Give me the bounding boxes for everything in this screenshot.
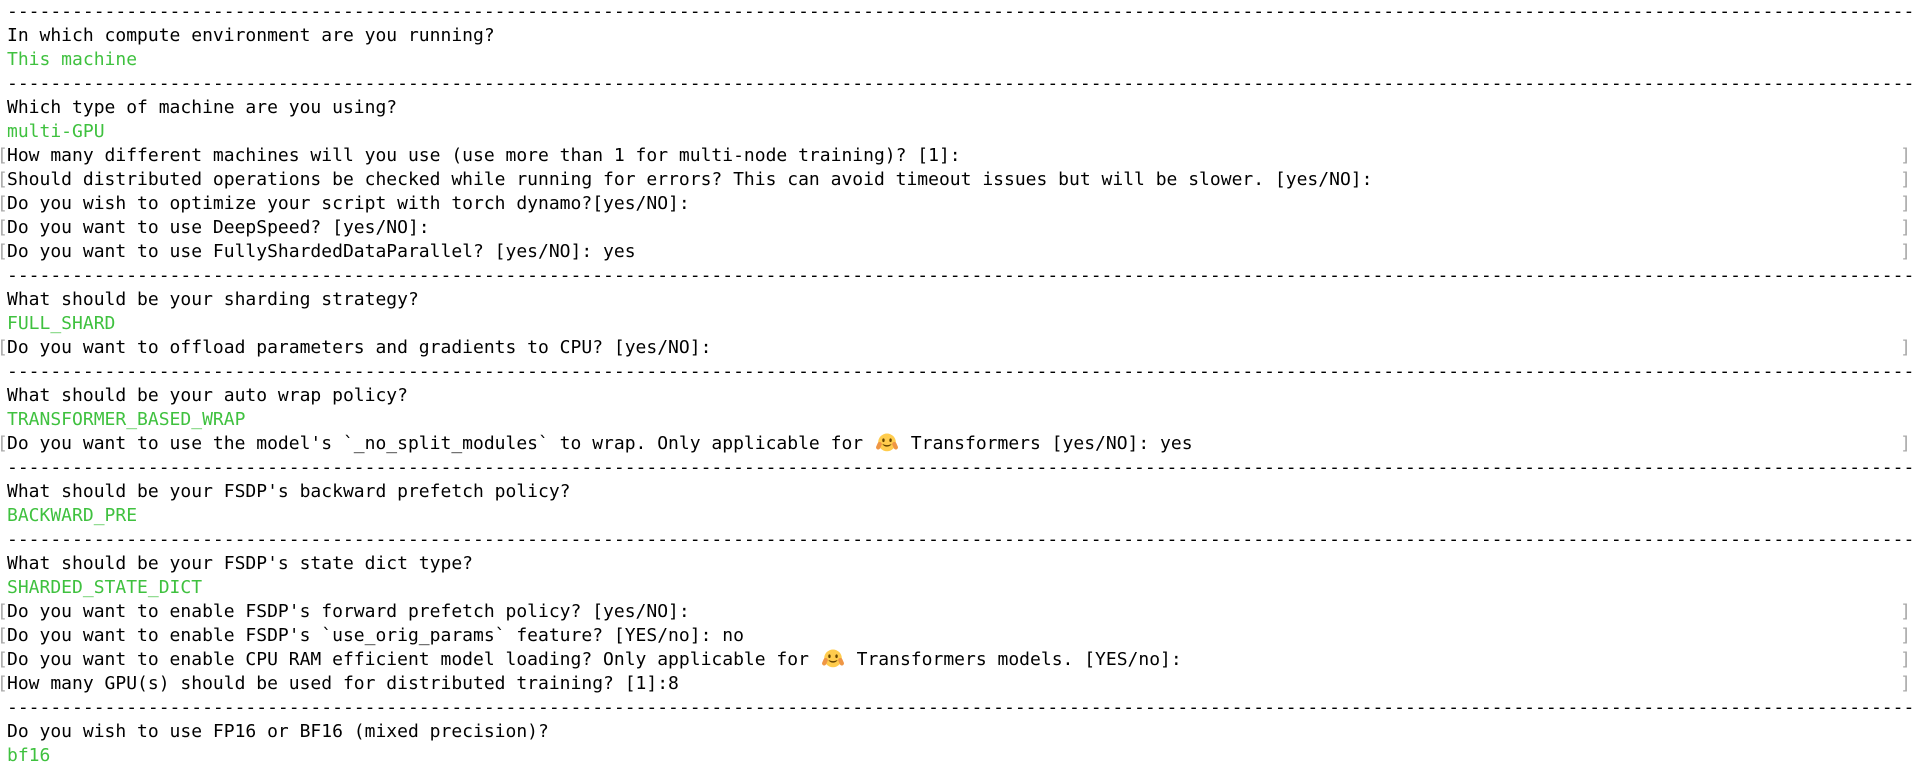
prompt-text: Do you want to use the model's `_no_spli… bbox=[7, 433, 874, 454]
question-text: What should be your FSDP's state dict ty… bbox=[7, 553, 473, 574]
question-text: In which compute environment are you run… bbox=[7, 25, 495, 46]
answer-text: TRANSFORMER_BASED_WRAP bbox=[7, 409, 246, 430]
prompt-line: [] Do you want to offload parameters and … bbox=[0, 336, 1913, 360]
answer-text: bf16 bbox=[7, 745, 51, 766]
prompt-text: Transformers models. [YES/no]: bbox=[856, 649, 1182, 670]
prompt-left-bracket-icon: [ bbox=[0, 216, 8, 240]
prompt-text: Do you want to use DeepSpeed? [yes/NO]: bbox=[7, 217, 430, 238]
prompt-left-bracket-icon: [ bbox=[0, 240, 8, 264]
prompt-text: Do you want to offload parameters and gr… bbox=[7, 337, 712, 358]
prompt-left-bracket-icon: [ bbox=[0, 432, 8, 456]
separator-dashes: ----------------------------------------… bbox=[7, 361, 1913, 382]
prompt-text: Do you want to enable FSDP's forward pre… bbox=[7, 601, 690, 622]
question-text: What should be your auto wrap policy? bbox=[7, 385, 408, 406]
prompt-left-bracket-icon: [ bbox=[0, 336, 8, 360]
question-text: Which type of machine are you using? bbox=[7, 97, 398, 118]
answer-text: SHARDED_STATE_DICT bbox=[7, 577, 203, 598]
answer-text: FULL_SHARD bbox=[7, 313, 116, 334]
prompt-text: How many different machines will you use… bbox=[7, 145, 961, 166]
prompt-right-bracket-icon: ] bbox=[1900, 169, 1911, 190]
prompt-right-bracket-icon: ] bbox=[1900, 241, 1911, 262]
prompt-right-bracket-icon: ] bbox=[1900, 433, 1911, 454]
prompt-text: Do you want to use FullyShardedDataParal… bbox=[7, 241, 636, 262]
answer-line: This machine bbox=[0, 48, 1913, 72]
prompt-right-bracket-icon: ] bbox=[1900, 217, 1911, 238]
prompt-line: [] Do you wish to optimize your script wi… bbox=[0, 192, 1913, 216]
prompt-right-bracket-icon: ] bbox=[1900, 145, 1911, 166]
separator-line: ----------------------------------------… bbox=[0, 72, 1913, 96]
answer-line: TRANSFORMER_BASED_WRAP bbox=[0, 408, 1913, 432]
separator-dashes: ----------------------------------------… bbox=[7, 73, 1913, 94]
separator-line: ----------------------------------------… bbox=[0, 264, 1913, 288]
answer-text: This machine bbox=[7, 49, 138, 70]
question-line: In which compute environment are you run… bbox=[0, 24, 1913, 48]
hugging-face-emoji-icon bbox=[875, 432, 898, 454]
prompt-line: [] Do you want to enable FSDP's `use_orig… bbox=[0, 624, 1913, 648]
separator-line: ----------------------------------------… bbox=[0, 696, 1913, 720]
prompt-line: [] How many different machines will you u… bbox=[0, 144, 1913, 168]
prompt-line: [] Do you want to enable FSDP's forward p… bbox=[0, 600, 1913, 624]
question-text: What should be your FSDP's backward pref… bbox=[7, 481, 571, 502]
prompt-line: [] Should distributed operations be check… bbox=[0, 168, 1913, 192]
question-line: What should be your sharding strategy? bbox=[0, 288, 1913, 312]
question-line: Do you wish to use FP16 or BF16 (mixed p… bbox=[0, 720, 1913, 744]
prompt-right-bracket-icon: ] bbox=[1900, 673, 1911, 694]
prompt-line: [] Do you want to use FullyShardedDataPar… bbox=[0, 240, 1913, 264]
answer-line: BACKWARD_PRE bbox=[0, 504, 1913, 528]
answer-line: FULL_SHARD bbox=[0, 312, 1913, 336]
prompt-line: [] How many GPU(s) should be used for dis… bbox=[0, 672, 1913, 696]
prompt-left-bracket-icon: [ bbox=[0, 624, 8, 648]
prompt-text: Do you want to enable FSDP's `use_orig_p… bbox=[7, 625, 744, 646]
prompt-left-bracket-icon: [ bbox=[0, 648, 8, 672]
answer-line: SHARDED_STATE_DICT bbox=[0, 576, 1913, 600]
answer-text: multi-GPU bbox=[7, 121, 105, 142]
prompt-line: [] Do you want to enable CPU RAM efficien… bbox=[0, 648, 1913, 672]
prompt-left-bracket-icon: [ bbox=[0, 192, 8, 216]
answer-text: BACKWARD_PRE bbox=[7, 505, 138, 526]
prompt-left-bracket-icon: [ bbox=[0, 672, 8, 696]
separator-line: ----------------------------------------… bbox=[0, 360, 1913, 384]
separator-dashes: ----------------------------------------… bbox=[7, 529, 1913, 550]
prompt-text: Should distributed operations be checked… bbox=[7, 169, 1373, 190]
answer-line: bf16 bbox=[0, 744, 1913, 768]
separator-dashes: ----------------------------------------… bbox=[7, 697, 1913, 718]
question-text: Do you wish to use FP16 or BF16 (mixed p… bbox=[7, 721, 549, 742]
prompt-text: How many GPU(s) should be used for distr… bbox=[7, 673, 679, 694]
prompt-left-bracket-icon: [ bbox=[0, 600, 8, 624]
answer-line: multi-GPU bbox=[0, 120, 1913, 144]
separator-line: ----------------------------------------… bbox=[0, 528, 1913, 552]
hugging-face-emoji-icon bbox=[821, 648, 844, 670]
question-text: What should be your sharding strategy? bbox=[7, 289, 419, 310]
question-line: What should be your auto wrap policy? bbox=[0, 384, 1913, 408]
separator-line: ----------------------------------------… bbox=[0, 0, 1913, 24]
prompt-right-bracket-icon: ] bbox=[1900, 193, 1911, 214]
separator-dashes: ----------------------------------------… bbox=[7, 265, 1913, 286]
prompt-right-bracket-icon: ] bbox=[1900, 625, 1911, 646]
question-line: What should be your FSDP's backward pref… bbox=[0, 480, 1913, 504]
separator-line: ----------------------------------------… bbox=[0, 456, 1913, 480]
prompt-text: Do you wish to optimize your script with… bbox=[7, 193, 690, 214]
separator-dashes: ----------------------------------------… bbox=[7, 457, 1913, 478]
prompt-right-bracket-icon: ] bbox=[1900, 337, 1911, 358]
separator-dashes: ----------------------------------------… bbox=[7, 1, 1913, 22]
prompt-left-bracket-icon: [ bbox=[0, 144, 8, 168]
prompt-left-bracket-icon: [ bbox=[0, 168, 8, 192]
prompt-right-bracket-icon: ] bbox=[1900, 649, 1911, 670]
prompt-line: [] Do you want to use DeepSpeed? [yes/NO]… bbox=[0, 216, 1913, 240]
prompt-text: Transformers [yes/NO]: yes bbox=[910, 433, 1193, 454]
question-line: Which type of machine are you using? bbox=[0, 96, 1913, 120]
question-line: What should be your FSDP's state dict ty… bbox=[0, 552, 1913, 576]
prompt-line: [] Do you want to use the model's `_no_sp… bbox=[0, 432, 1913, 456]
prompt-text: Do you want to enable CPU RAM efficient … bbox=[7, 649, 820, 670]
prompt-right-bracket-icon: ] bbox=[1900, 601, 1911, 622]
